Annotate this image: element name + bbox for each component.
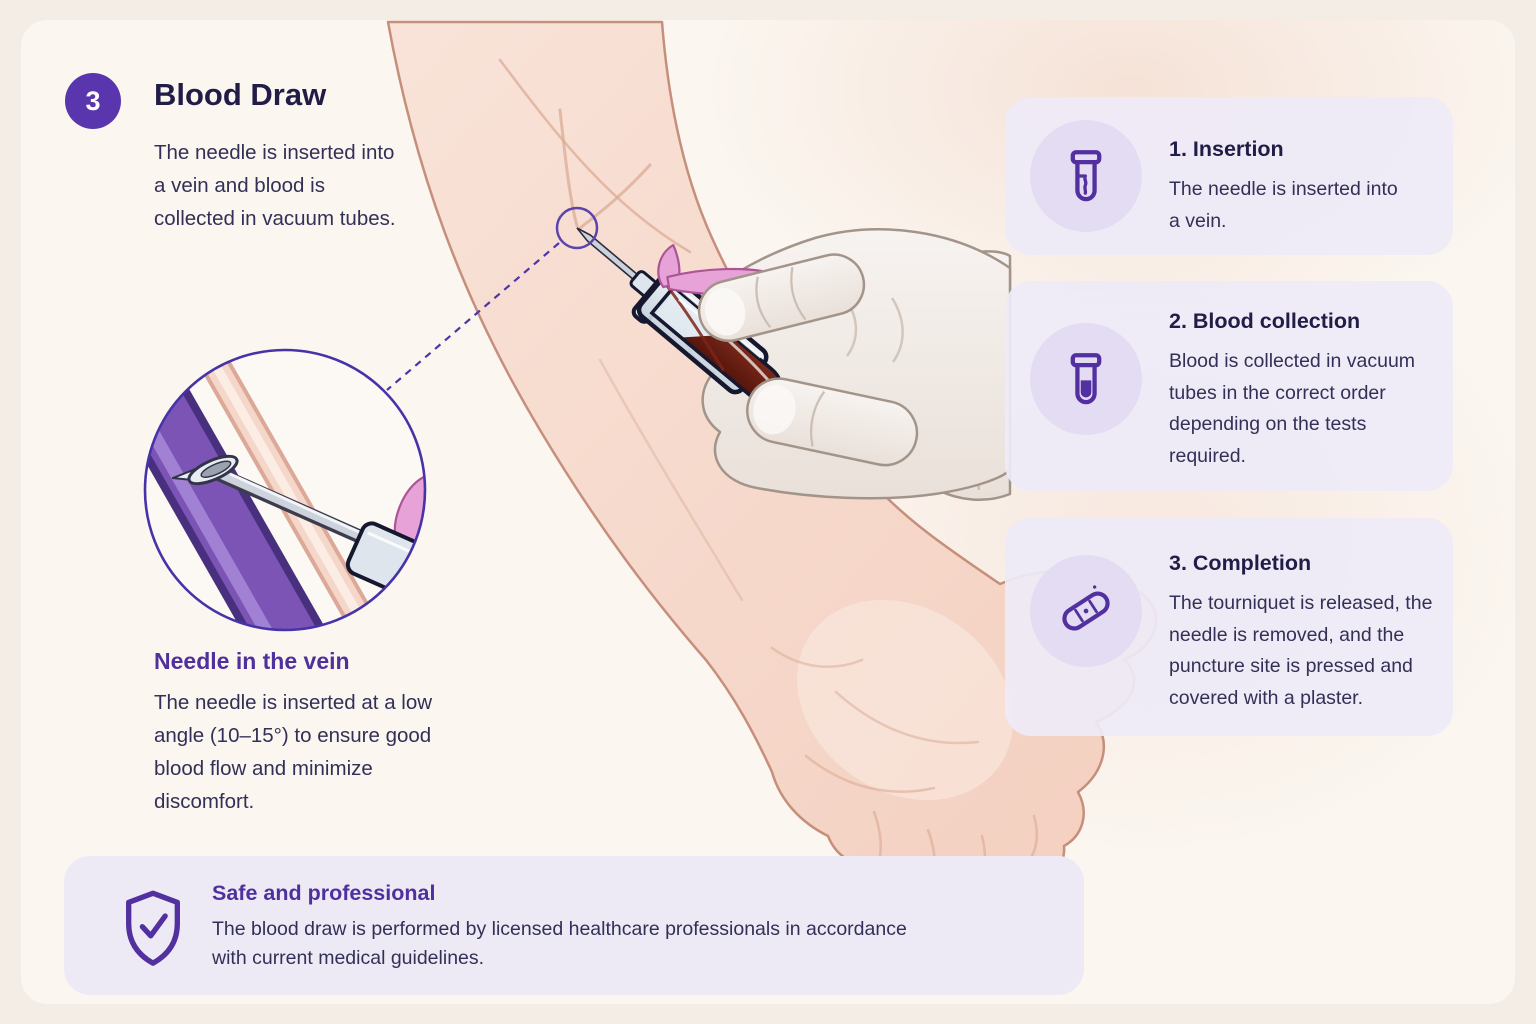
step-description: The tourniquet is released, the needle i… xyxy=(1169,592,1433,709)
insertion-point-marker xyxy=(555,206,599,250)
step-card-insertion: 1. Insertion The needle is inserted into… xyxy=(1005,97,1453,255)
step-title: 1. Insertion xyxy=(1169,137,1284,161)
icon-circle xyxy=(1030,120,1142,232)
page-description: The needle is inserted into a vein and b… xyxy=(154,141,396,230)
test-tube-sample-icon xyxy=(1070,150,1102,202)
safety-banner: Safe and professional The blood draw is … xyxy=(64,856,1084,995)
main-panel: 3 Blood Draw The needle is inserted into… xyxy=(21,20,1515,1004)
shield-check-icon xyxy=(126,890,180,966)
step-description: Blood is collected in vacuum tubes in th… xyxy=(1169,350,1416,467)
collected-blood xyxy=(680,334,781,402)
vein-detail-heading: Needle in the vein xyxy=(154,648,350,674)
step-title: 2. Blood collection xyxy=(1169,309,1361,333)
icon-circle xyxy=(1030,323,1142,435)
plaster-icon xyxy=(1062,585,1110,631)
leader-line xyxy=(386,242,560,391)
step-title: 3. Completion xyxy=(1169,551,1312,575)
safety-description: The blood draw is performed by licensed … xyxy=(212,918,907,969)
step-number-badge: 3 xyxy=(65,73,121,129)
step-card-completion: 3. Completion The tourniquet is released… xyxy=(1005,518,1453,736)
glove-fingers xyxy=(697,253,919,467)
step-card-blood-collection: 2. Blood collection Blood is collected i… xyxy=(1005,281,1453,491)
page-title: Blood Draw xyxy=(154,77,327,112)
safety-heading: Safe and professional xyxy=(212,881,436,905)
icon-circle xyxy=(1030,555,1142,667)
test-tube-filled-icon xyxy=(1070,353,1102,405)
step-description: The needle is inserted into a vein. xyxy=(1169,178,1398,232)
vein-detail-description: The needle is inserted at a low angle (1… xyxy=(154,691,433,813)
